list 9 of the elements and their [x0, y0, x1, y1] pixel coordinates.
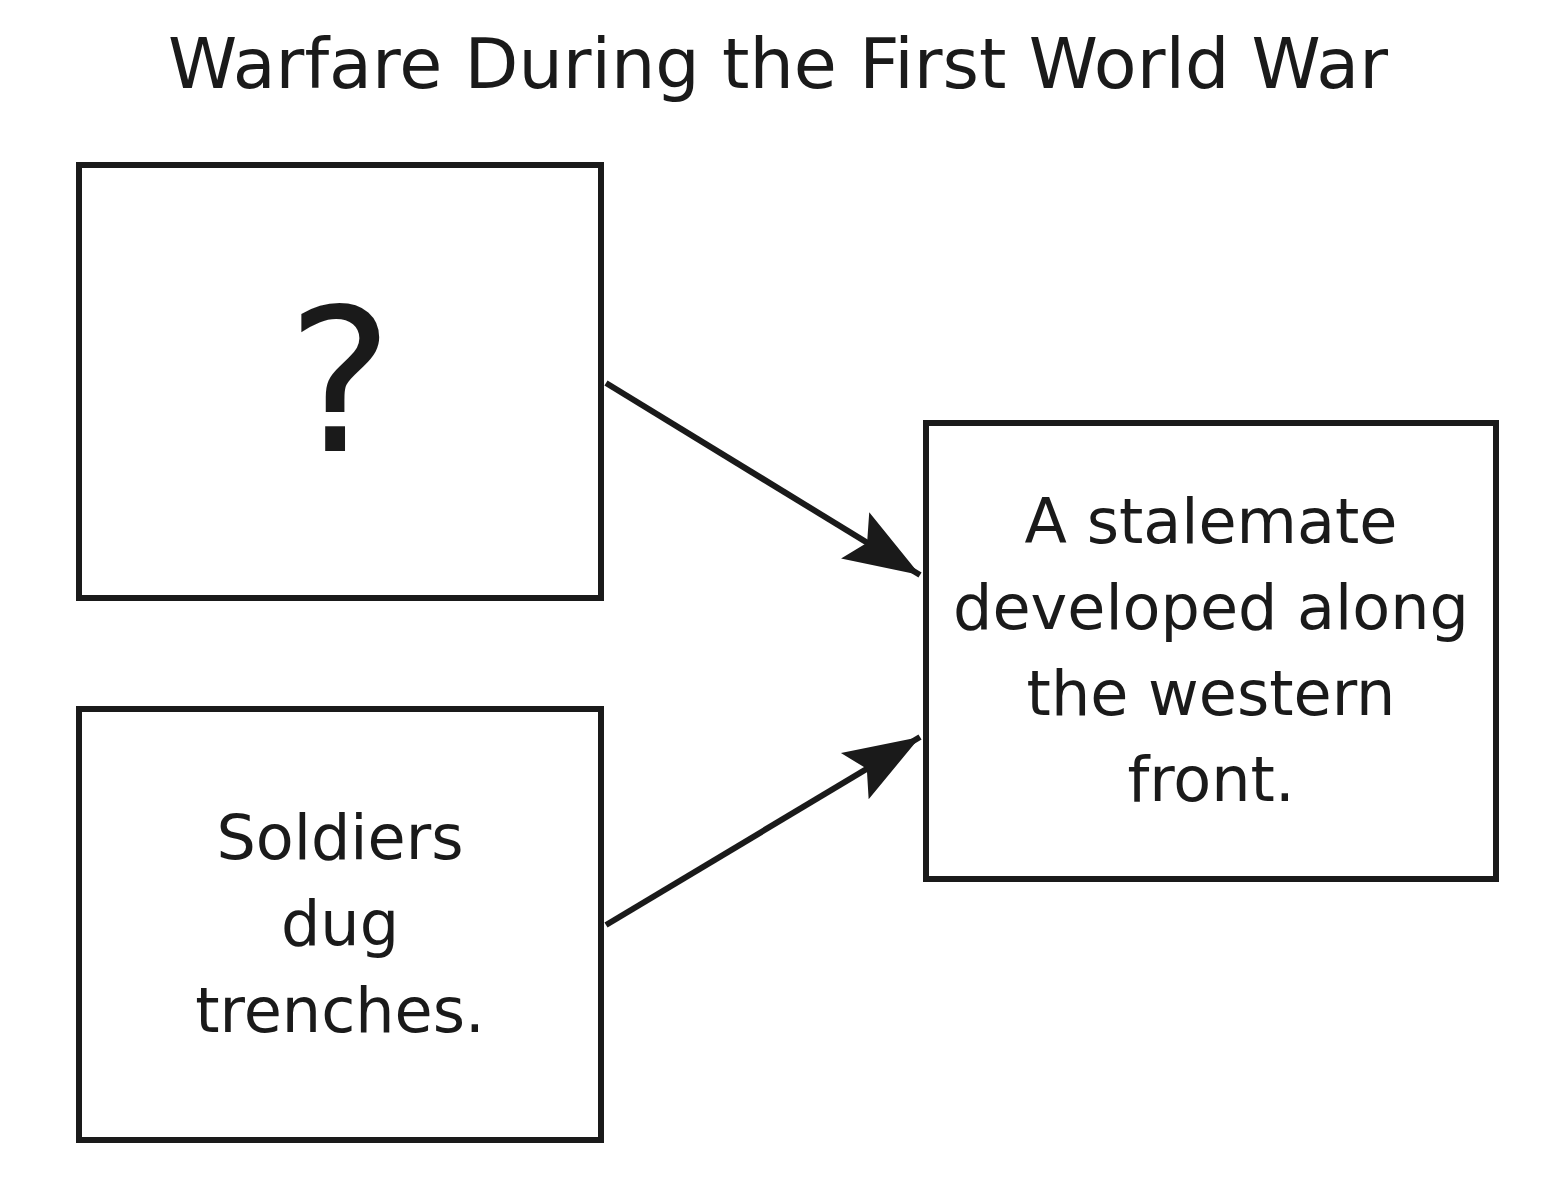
arrow: [604, 380, 922, 578]
diagram-title: Warfare During the First World War: [167, 22, 1389, 106]
arrow: [604, 734, 922, 928]
box-text: A stalemate developed along the western front.: [952, 483, 1470, 819]
text-box: [76, 162, 604, 601]
text-box: [76, 706, 604, 1143]
box-text: Soldiers dug trenches.: [194, 800, 486, 1049]
box-text: ?: [286, 271, 394, 492]
text-box: [923, 420, 1499, 882]
